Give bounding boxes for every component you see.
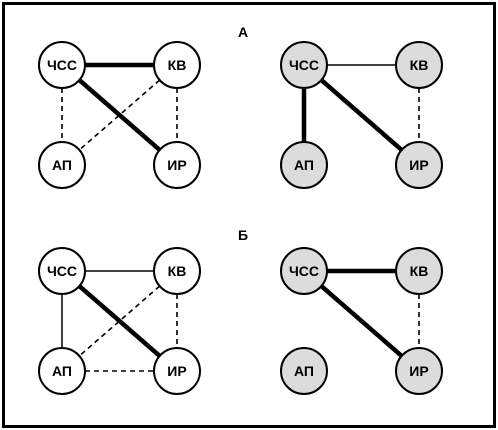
node-label-kv: КВ xyxy=(410,263,429,279)
node-hr xyxy=(38,247,86,295)
node-ir xyxy=(153,141,201,189)
node-label-kv: КВ xyxy=(410,57,429,73)
node-ir xyxy=(153,347,201,395)
section-label-a: А xyxy=(238,24,248,40)
node-kv xyxy=(395,247,443,295)
node-label-ap: АП xyxy=(52,157,72,173)
node-label-hr: ЧСС xyxy=(289,263,319,279)
graphs: ЧСС КВ АП ИР ЧСС КВ АП ИР ЧСС КВ АП ИР ЧСС КВ АП ИР xyxy=(38,41,443,395)
node-label-hr: ЧСС xyxy=(289,57,319,73)
node-hr xyxy=(280,41,328,89)
node-label-ir: ИР xyxy=(409,363,428,379)
node-ir xyxy=(395,347,443,395)
node-kv xyxy=(153,41,201,89)
node-hr xyxy=(38,41,86,89)
graph-a-left: ЧСС КВ АП ИР xyxy=(38,41,201,189)
graph-b-left: ЧСС КВ АП ИР xyxy=(38,247,201,395)
node-ap xyxy=(38,347,86,395)
graph-a-right: ЧСС КВ АП ИР xyxy=(280,41,443,189)
node-label-ir: ИР xyxy=(409,157,428,173)
section-label-b: Б xyxy=(238,227,248,243)
node-ap xyxy=(38,141,86,189)
node-label-hr: ЧСС xyxy=(47,263,77,279)
node-kv xyxy=(395,41,443,89)
node-label-ir: ИР xyxy=(167,363,186,379)
edge-hr-ir-bold xyxy=(77,284,162,358)
node-kv xyxy=(153,247,201,295)
node-ir xyxy=(395,141,443,189)
node-label-ap: АП xyxy=(52,363,72,379)
node-label-kv: КВ xyxy=(168,263,187,279)
node-label-ap: АП xyxy=(294,363,314,379)
node-label-ap: АП xyxy=(294,157,314,173)
node-hr xyxy=(280,247,328,295)
edge-hr-ir-bold xyxy=(319,78,404,152)
node-label-ir: ИР xyxy=(167,157,186,173)
graph-b-right: ЧСС КВ АП ИР xyxy=(280,247,443,395)
edge-hr-ir-bold xyxy=(319,284,404,358)
node-ap xyxy=(280,347,328,395)
edge-hr-ir-bold xyxy=(77,78,162,152)
node-label-kv: КВ xyxy=(168,57,187,73)
node-ap xyxy=(280,141,328,189)
node-label-hr: ЧСС xyxy=(47,57,77,73)
